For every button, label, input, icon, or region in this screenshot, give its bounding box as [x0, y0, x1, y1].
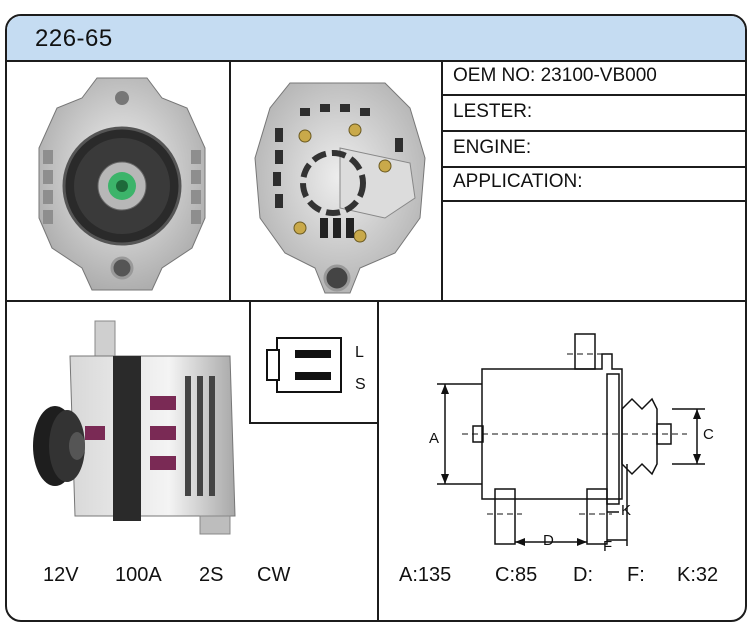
dim-label-f: F: [603, 538, 613, 555]
dim-c-value: C:85: [495, 564, 538, 586]
engine-row: ENGINE:: [443, 132, 745, 168]
product-card: 226-65 OEM NO: 23100-VB000 LESTER: ENGIN…: [5, 14, 747, 622]
engine-label: ENGINE:: [453, 137, 532, 158]
dim-label-k: K: [621, 502, 632, 519]
dim-label-a: A: [429, 430, 440, 447]
alternator-front-view: [27, 68, 217, 301]
alternator-side-view: [25, 316, 245, 541]
dim-a-value: A:135: [399, 564, 452, 586]
dimension-diagram: A C D F K: [407, 314, 727, 559]
dim-k-value: K:32: [677, 564, 719, 586]
connector-pin-l: L: [355, 344, 364, 361]
divider: [249, 302, 251, 424]
oem-row: OEM NO: 23100-VB000: [443, 60, 745, 96]
divider: [249, 422, 379, 424]
amperage: 100A: [115, 564, 162, 586]
header-bar: 226-65: [7, 16, 745, 62]
oem-number: OEM NO: 23100-VB000: [453, 65, 657, 86]
application-row: APPLICATION:: [443, 166, 745, 202]
divider: [7, 300, 745, 302]
connector-pin-s: S: [355, 376, 366, 393]
divider: [377, 302, 379, 620]
dimension-specs: A:135 C:85 D: F: K:32: [379, 564, 745, 594]
voltage: 12V: [43, 564, 79, 586]
part-number: 226-65: [35, 25, 113, 52]
divider: [229, 60, 231, 302]
dim-d-value: D:: [573, 564, 593, 586]
lester-row: LESTER:: [443, 96, 745, 132]
alternator-rear-view: [245, 68, 435, 301]
electrical-specs: 12V 100A 2S CW: [7, 564, 377, 594]
dim-label-c: C: [703, 426, 714, 443]
dim-label-d: D: [543, 532, 554, 549]
connector-diagram: L S: [257, 316, 373, 417]
rotation: CW: [257, 564, 291, 586]
application-label: APPLICATION:: [453, 171, 583, 192]
regulator-type: 2S: [199, 564, 224, 586]
divider: [441, 60, 443, 302]
dim-f-value: F:: [627, 564, 645, 586]
lester-label: LESTER:: [453, 101, 533, 122]
